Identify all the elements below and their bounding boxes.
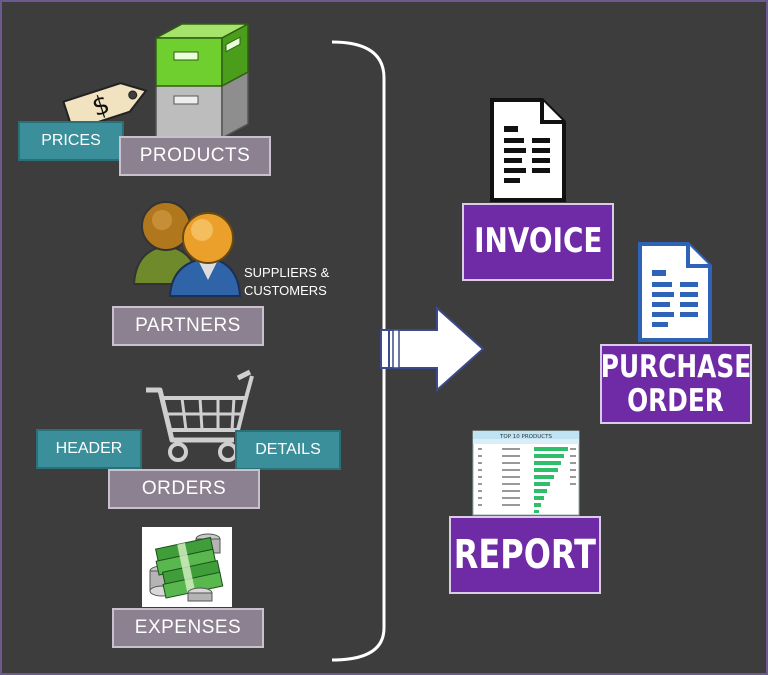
purchase-order-line-1: PURCHASE <box>600 348 752 385</box>
caption-line-2: CUSTOMERS <box>244 283 327 298</box>
box-stack-icon <box>152 16 252 141</box>
purchase-order-label: PURCHASE ORDER <box>600 344 752 424</box>
flow-arrow <box>377 304 489 399</box>
prices-tag: PRICES <box>18 121 124 161</box>
people-icon <box>130 196 242 300</box>
products-label: PRODUCTS <box>119 136 271 176</box>
report-thumbnail-icon: TOP 10 PRODUCTS <box>472 430 580 516</box>
details-tag: DETAILS <box>235 430 341 470</box>
invoice-text: INVOICE <box>473 221 603 262</box>
document-icon <box>486 96 568 204</box>
document-blue-icon <box>634 240 716 344</box>
report-text: REPORT <box>453 532 597 578</box>
purchase-order-line-2: ORDER <box>627 383 725 419</box>
invoice-label: INVOICE <box>462 203 614 281</box>
suppliers-customers-caption: SUPPLIERS & CUSTOMERS <box>244 264 329 300</box>
report-label: REPORT <box>449 516 601 594</box>
orders-label: ORDERS <box>108 469 260 509</box>
partners-label: PARTNERS <box>112 306 264 346</box>
money-stack-icon <box>142 527 232 607</box>
caption-line-1: SUPPLIERS & <box>244 265 330 280</box>
header-tag: HEADER <box>36 429 142 469</box>
expenses-label: EXPENSES <box>112 608 264 648</box>
report-thumbnail-title: TOP 10 PRODUCTS <box>499 434 552 440</box>
